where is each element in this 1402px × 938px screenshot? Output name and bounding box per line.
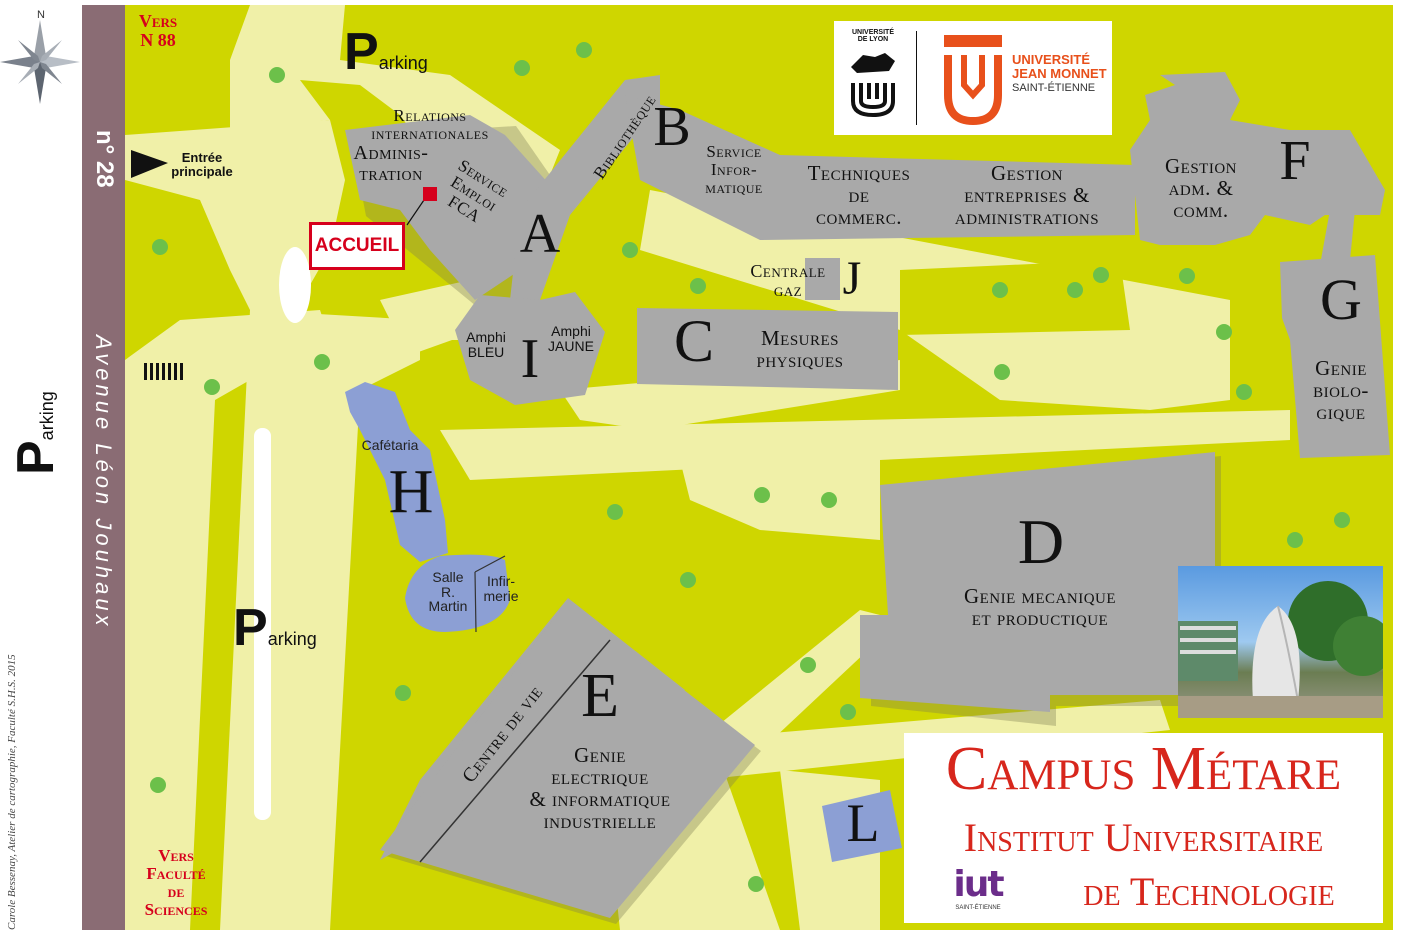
route-label-south: Vers Faculté de Sciences: [144, 846, 208, 919]
compass-north-label: N: [37, 9, 45, 21]
building-E: [380, 598, 755, 918]
building-B: [625, 95, 1135, 240]
logo-divider: [916, 31, 917, 125]
label-techniques-de-commerce: Techniques de commerc.: [807, 161, 911, 230]
map-credit: Carole Bessenay, Atelier de cartographie…: [6, 654, 18, 930]
crosswalk: [144, 363, 183, 380]
building-J: [805, 258, 840, 300]
parking-label-main: Parking: [233, 599, 317, 657]
parking-strip: [254, 428, 271, 820]
building-letter-J: J: [842, 252, 862, 305]
street-number: n° 28: [91, 130, 118, 188]
label-administration: Adminis- tration: [353, 142, 429, 185]
building-I: [455, 292, 605, 405]
building-C: [637, 308, 898, 390]
parking-label-outside: Parking: [7, 391, 65, 475]
label-centrale-gaz: Centrale gaz: [750, 261, 826, 300]
building-letter-D: D: [1017, 506, 1065, 577]
campus-title-panel: Campus Métare Institut Universitaire de …: [904, 733, 1383, 923]
building-letter-I: I: [520, 328, 540, 390]
label-genie-electrique: Genie electrique & informatique industri…: [529, 743, 671, 834]
street-avenue: [82, 5, 125, 930]
campus-photo: [1178, 566, 1393, 718]
building-A: [345, 75, 660, 300]
iut-title-line1: Institut Universitaire: [963, 815, 1324, 860]
building-letter-B: B: [653, 96, 691, 158]
label-mesures-physiques: Mesures physiques: [756, 326, 844, 373]
entrance-arrow-icon: [131, 150, 168, 178]
building-L: [822, 790, 902, 862]
label-genie-mecanique: Genie mecanique et productique: [963, 584, 1117, 631]
building-letter-C: C: [673, 308, 715, 374]
university-logos: UNIVERSITÉ DE LYON UNIVERSITÉ JEAN MONNE…: [834, 21, 1112, 135]
building-F: [1130, 72, 1385, 265]
building-letter-H: H: [388, 458, 434, 526]
building-letter-F: F: [1279, 130, 1311, 192]
building-letter-A: A: [519, 203, 561, 265]
lion-emblem-icon: [851, 53, 895, 118]
label-infirmerie: Infir- merie: [483, 573, 519, 604]
sculpture-photo-image: [1178, 581, 1393, 718]
label-service-informatique: Service Infor- matique: [705, 142, 763, 197]
fountain: [279, 247, 311, 323]
lyon-logo: UNIVERSITÉ DE LYON: [842, 29, 904, 129]
building-letter-E: E: [581, 662, 619, 730]
street-name: Avenue Léon Jouhaux: [91, 335, 116, 630]
ujm-emblem-icon: [944, 35, 1002, 125]
building-H: [345, 382, 510, 633]
iut-logo: iut SAINT-ÉTIENNE: [953, 864, 1004, 912]
label-salle-r-martin: Salle R. Martin: [428, 569, 468, 615]
campus-title: Campus Métare: [945, 735, 1342, 803]
parking-label-top: Parking: [344, 23, 428, 81]
accueil-pointer-line: [406, 199, 425, 226]
entrance-label: Entrée principale: [171, 150, 233, 179]
label-amphi-bleu: Amphi BLEU: [466, 329, 506, 360]
label-gestion-entreprises: Gestion entreprises & administrations: [954, 161, 1100, 230]
label-cafetaria: Cafétaria: [361, 437, 419, 453]
building-D: [860, 452, 1215, 712]
building-letter-L: L: [846, 793, 880, 853]
label-gestion-adm-comm: Gestion adm. & comm.: [1165, 154, 1237, 223]
label-amphi-jaune: Amphi JAUNE: [548, 323, 594, 354]
iut-title-line2: de Technologie: [1083, 869, 1335, 914]
route-label-north: Vers N 88: [138, 11, 178, 50]
accueil-label: ACCUEIL: [309, 222, 405, 270]
ujm-text: UNIVERSITÉ JEAN MONNET SAINT-ÉTIENNE: [1012, 52, 1107, 94]
compass-rose-icon: [0, 20, 80, 104]
label-genie-biologique: Genie biolo- gique: [1313, 356, 1369, 425]
accueil-marker: [423, 187, 437, 201]
building-G: [1280, 255, 1390, 458]
label-relations-internationales: Relations internationales: [371, 106, 489, 143]
building-letter-G: G: [1320, 267, 1362, 332]
